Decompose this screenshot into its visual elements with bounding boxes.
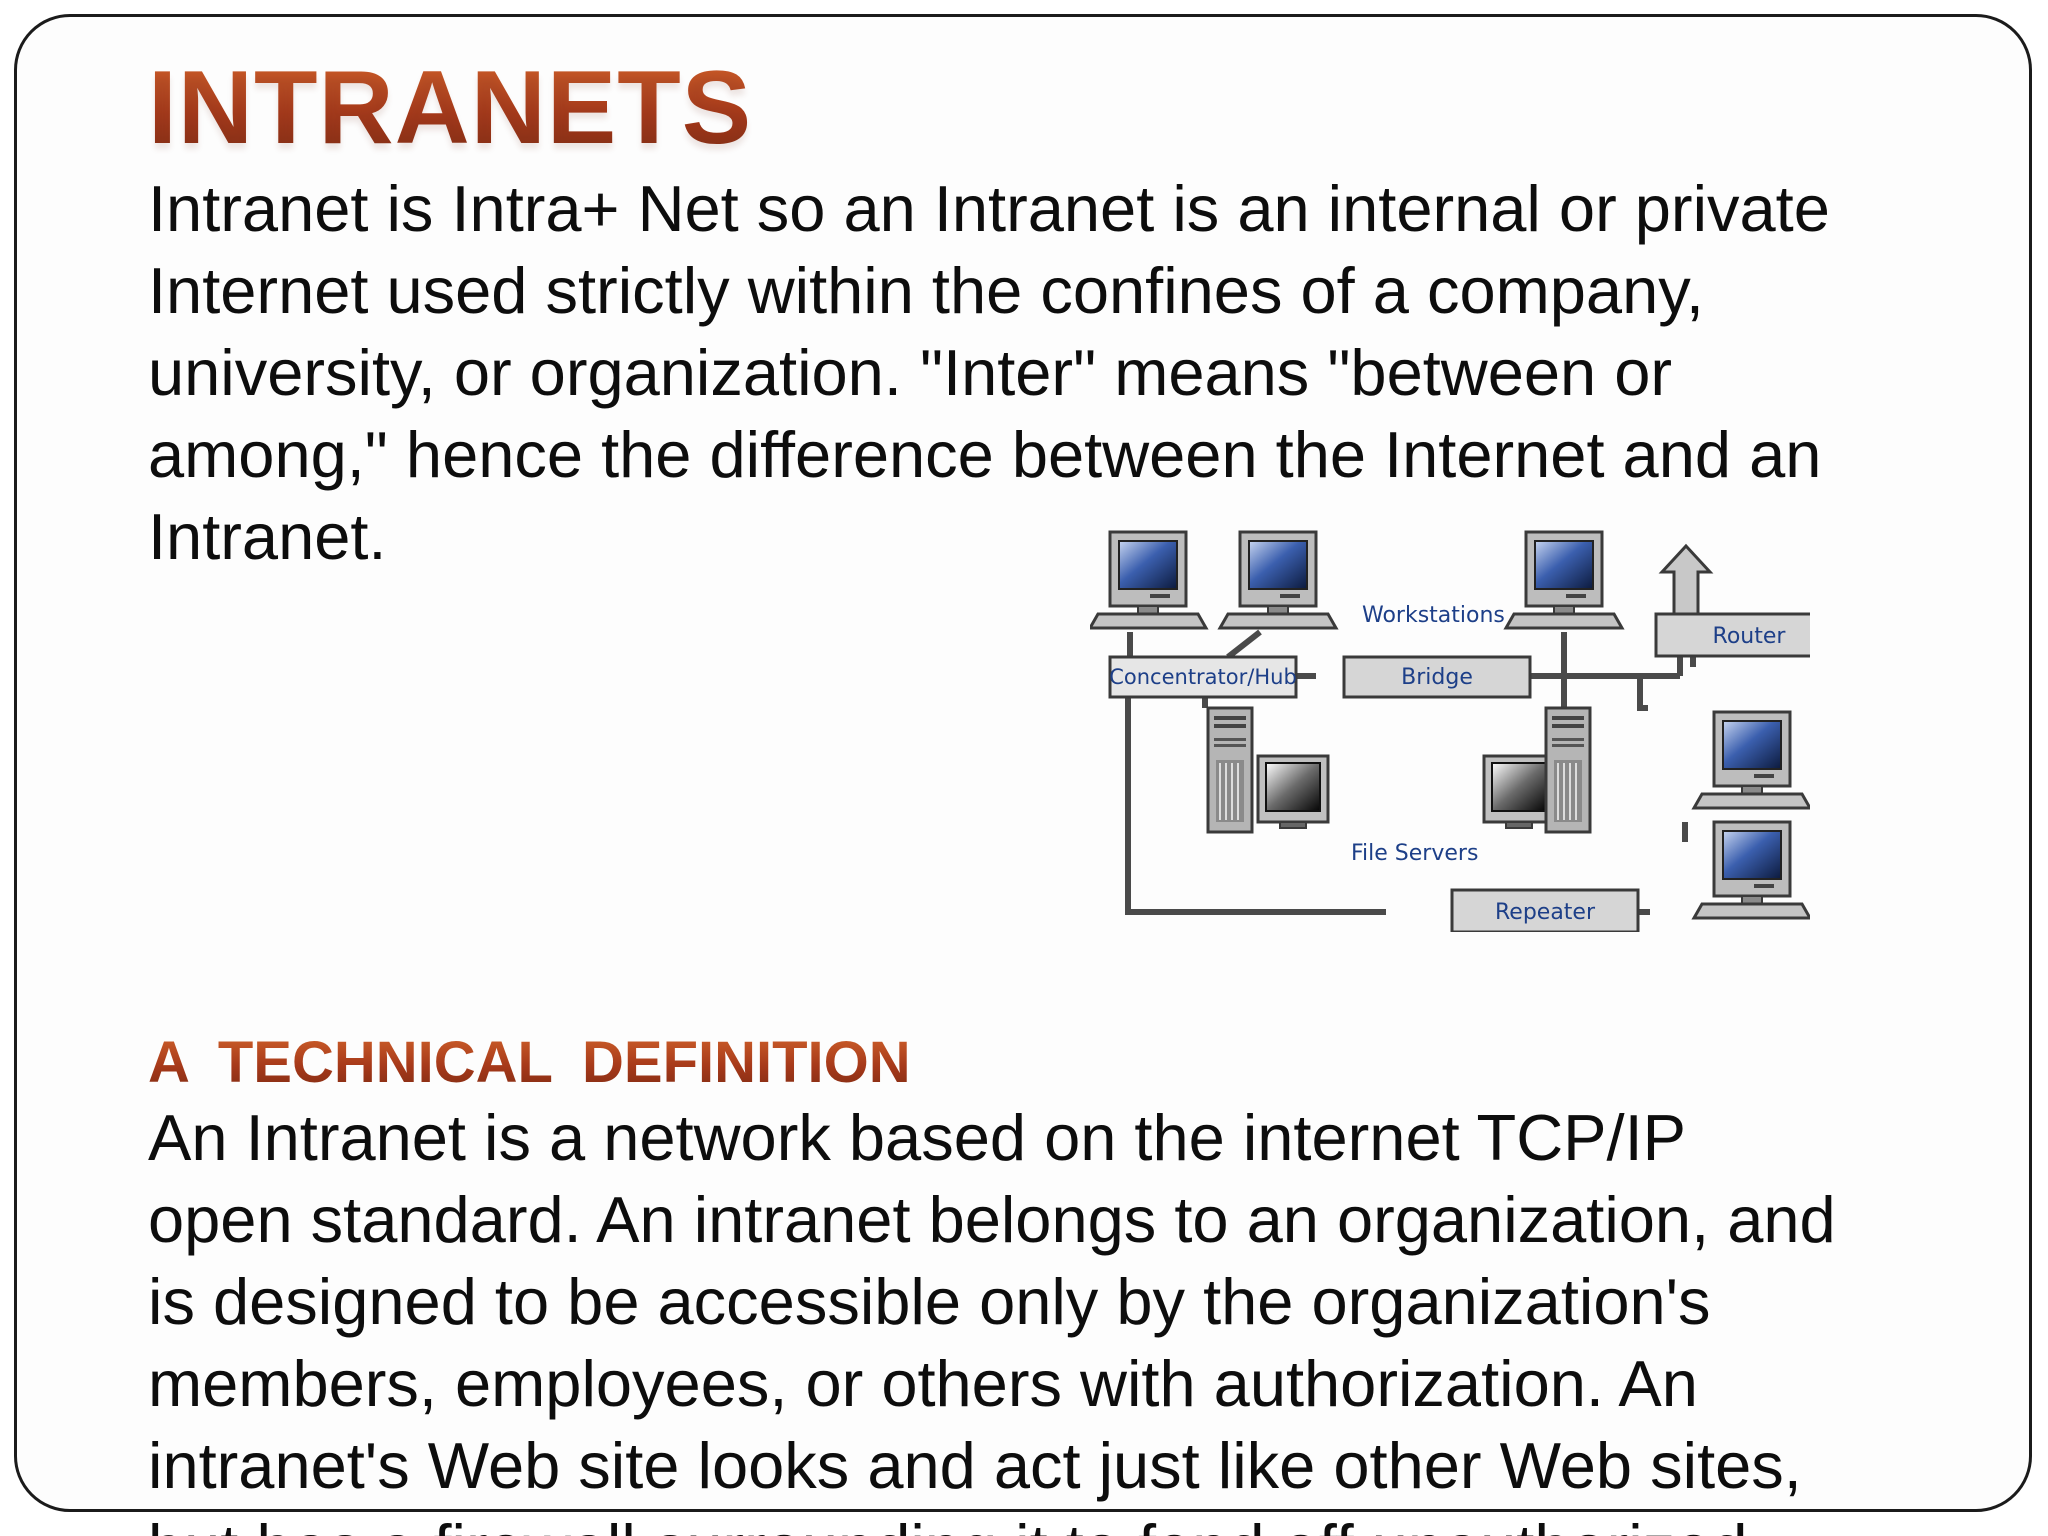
concentrator-hub-label: Concentrator/Hub bbox=[1109, 665, 1297, 689]
monitor-icon bbox=[1482, 754, 1556, 830]
repeater-box bbox=[1450, 888, 1640, 932]
router-box bbox=[1654, 612, 1810, 658]
definition-paragraph: An Intranet is a network based on the in… bbox=[148, 1101, 1836, 1536]
workstation-icon bbox=[1692, 710, 1810, 810]
monitor-icon bbox=[1256, 754, 1330, 830]
bridge-box bbox=[1342, 655, 1532, 699]
page-title: INTRANETS bbox=[148, 50, 753, 166]
concentrator-hub-box bbox=[1108, 655, 1298, 699]
repeater-label: Repeater bbox=[1495, 900, 1596, 925]
router-label: Router bbox=[1713, 624, 1787, 649]
router-uplink-arrow-icon bbox=[1658, 543, 1714, 616]
section-heading: A TECHNICAL DEFINITION bbox=[148, 1030, 911, 1095]
file-server-icon bbox=[1544, 706, 1592, 834]
file-server-icon bbox=[1206, 706, 1254, 834]
workstations-label: Workstations bbox=[1362, 603, 1505, 628]
file-servers-label: File Servers bbox=[1351, 841, 1478, 866]
workstation-icon bbox=[1218, 530, 1338, 630]
slide-frame bbox=[14, 14, 2032, 1512]
bridge-label: Bridge bbox=[1401, 665, 1473, 690]
workstation-icon bbox=[1090, 530, 1208, 630]
workstation-icon bbox=[1504, 530, 1624, 630]
intro-paragraph: Intranet is Intra+ Net so an Intranet is… bbox=[148, 172, 1830, 573]
workstation-icon bbox=[1692, 820, 1810, 920]
network-diagram: Workstations Concentrator/Hub Bridge Rou… bbox=[1090, 530, 1810, 932]
